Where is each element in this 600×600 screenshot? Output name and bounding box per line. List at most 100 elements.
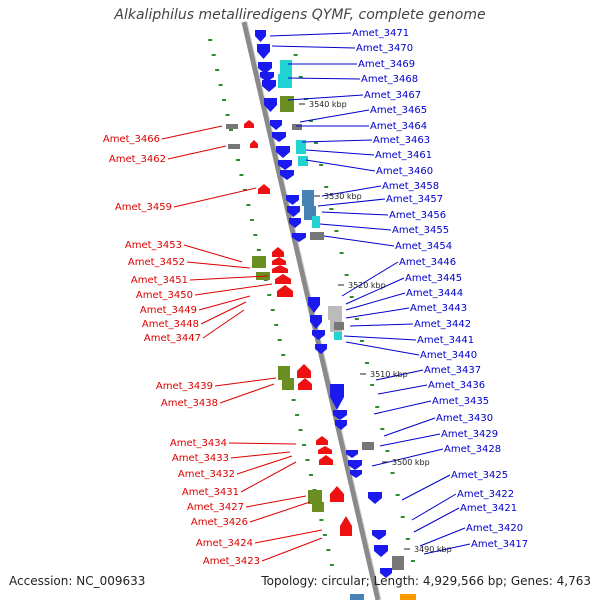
gene-label-reverse: Amet_3434	[170, 438, 227, 449]
connector-forward	[349, 323, 414, 327]
connector-forward	[423, 543, 471, 555]
gene-arrow-reverse	[275, 274, 291, 284]
gene-arrow-reverse	[244, 120, 254, 128]
gene-box-olive	[278, 366, 290, 380]
connector-forward	[299, 109, 370, 123]
gene-arrow-forward	[312, 330, 325, 340]
gene-arrow-forward	[310, 315, 322, 329]
gene-label-reverse: Amet_3426	[191, 517, 248, 528]
gene-label-forward: Amet_3467	[364, 90, 421, 101]
gene-label-reverse: Amet_3452	[128, 257, 185, 268]
connector-forward	[321, 211, 389, 216]
gene-label-forward: Amet_3443	[410, 303, 467, 314]
gene-label-reverse: Amet_3462	[109, 154, 166, 165]
gene-arrow-forward	[350, 470, 362, 478]
gene-label-forward: Amet_3436	[428, 380, 485, 391]
gene-box-cyan	[312, 216, 320, 228]
gene-arrow-forward	[264, 98, 277, 112]
gene-label-reverse: Amet_3459	[115, 202, 172, 213]
gene-label-forward: Amet_3468	[361, 74, 418, 85]
connector-forward	[269, 32, 352, 37]
gene-box-lightgray	[328, 306, 342, 320]
gene-arrow-forward	[292, 233, 306, 242]
gene-label-forward: Amet_3441	[417, 335, 474, 346]
connector-forward	[345, 292, 406, 311]
gene-box-gray	[226, 124, 238, 129]
gene-box-cyan	[334, 332, 342, 340]
gene-label-forward: Amet_3446	[399, 257, 456, 268]
gene-label-forward: Amet_3461	[375, 150, 432, 161]
gene-label-reverse: Amet_3439	[156, 381, 213, 392]
gene-label-forward: Amet_3463	[373, 135, 430, 146]
gene-arrow-reverse	[258, 184, 270, 194]
connector-forward	[317, 198, 386, 207]
gene-label-reverse: Amet_3433	[172, 453, 229, 464]
gene-arrow-forward	[280, 170, 294, 180]
connector-reverse	[189, 275, 269, 281]
gene-arrow-forward	[287, 206, 300, 217]
gene-label-reverse: Amet_3449	[140, 305, 197, 316]
gene-box-cyan	[280, 60, 292, 74]
gene-box-gray	[362, 442, 374, 450]
connector-forward	[411, 493, 457, 521]
gene-label-forward: Amet_3465	[370, 105, 427, 116]
connector-forward	[305, 159, 376, 172]
gene-label-forward: Amet_3428	[444, 444, 501, 455]
gene-label-forward: Amet_3417	[471, 539, 528, 550]
gene-arrow-reverse	[272, 265, 288, 273]
connector-reverse	[249, 501, 311, 523]
label-connectors	[161, 32, 471, 562]
gene-arrow-reverse	[277, 285, 293, 297]
gene-label-reverse: Amet_3453	[125, 240, 182, 251]
connector-forward	[319, 223, 392, 231]
kbp-marker-label: 3520 kbp	[348, 281, 386, 290]
connector-forward	[305, 149, 375, 156]
gene-label-forward: Amet_3430	[436, 413, 493, 424]
gene-label-reverse: Amet_3423	[203, 556, 260, 567]
connector-reverse	[186, 261, 251, 269]
kbp-marker-label: 3500 kbp	[392, 458, 430, 467]
connector-forward	[321, 185, 382, 197]
connector-forward	[343, 335, 417, 341]
gene-arrow-reverse	[272, 247, 284, 257]
gene-arrow-forward	[330, 384, 344, 410]
gene-label-forward: Amet_3425	[451, 470, 508, 481]
gene-label-forward: Amet_3464	[370, 121, 427, 132]
gene-label-reverse: Amet_3438	[161, 398, 218, 409]
kbp-marker-label: 3530 kbp	[324, 192, 362, 201]
connector-reverse	[167, 145, 227, 160]
connector-reverse	[200, 301, 247, 325]
gene-label-forward: Amet_3442	[414, 319, 471, 330]
gene-box-steelblue	[350, 594, 364, 600]
gene-arrow-forward	[308, 297, 320, 313]
gene-label-reverse: Amet_3447	[144, 333, 201, 344]
gene-arrow-forward	[262, 80, 276, 92]
gene-arrow-forward	[374, 545, 388, 557]
connector-forward	[371, 448, 444, 467]
gene-arrow-forward	[257, 44, 270, 59]
gene-arrow-reverse	[272, 257, 286, 265]
gene-box-olive	[280, 96, 294, 112]
gene-arrow-forward	[276, 146, 290, 158]
gene-arrow-reverse	[318, 446, 332, 454]
connector-reverse	[230, 451, 291, 459]
gene-box-olive	[282, 378, 294, 390]
gene-arrow-forward	[270, 120, 282, 130]
gene-arrow-reverse	[297, 364, 311, 378]
gene-label-forward: Amet_3469	[358, 59, 415, 70]
gene-label-reverse: Amet_3424	[196, 538, 253, 549]
gene-arrow-reverse	[250, 140, 258, 148]
gene-arrow-forward	[272, 132, 286, 142]
gene-arrow-forward	[368, 492, 382, 504]
gene-label-reverse: Amet_3427	[187, 502, 244, 513]
gene-label-forward: Amet_3445	[405, 273, 462, 284]
gene-box-gray	[334, 322, 344, 330]
gene-label-reverse: Amet_3451	[131, 275, 188, 286]
connector-reverse	[261, 537, 323, 562]
gene-label-forward: Amet_3454	[395, 241, 452, 252]
gene-arrow-forward	[348, 460, 362, 470]
backbone-line	[241, 21, 381, 600]
gene-box-cyan	[296, 140, 306, 154]
gene-label-forward: Amet_3437	[424, 365, 481, 376]
